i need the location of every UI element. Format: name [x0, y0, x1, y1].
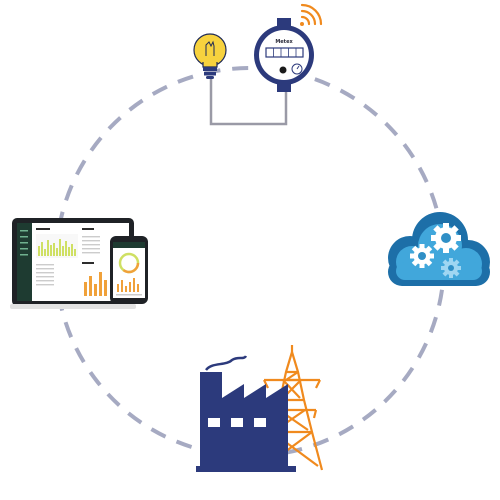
- water-meter-icon: Metex: [254, 18, 314, 92]
- bulb-meter-group: Metex: [193, 3, 323, 126]
- tablet-chart-top: [36, 234, 78, 258]
- tablet-chart-bottom: [84, 272, 107, 296]
- cloud-gears-icon: [388, 212, 490, 286]
- meter-brand-text: Metex: [275, 39, 293, 45]
- phone-dashboard-icon: [110, 236, 148, 304]
- factory-icon: [196, 355, 296, 472]
- gear-icon-large: [431, 223, 461, 253]
- gear-icon-medium: [410, 244, 434, 268]
- connection-wire: [209, 78, 288, 126]
- gear-icon-small: [441, 258, 461, 278]
- lightbulb-icon: [193, 33, 227, 79]
- wifi-signal-icon: [300, 3, 323, 26]
